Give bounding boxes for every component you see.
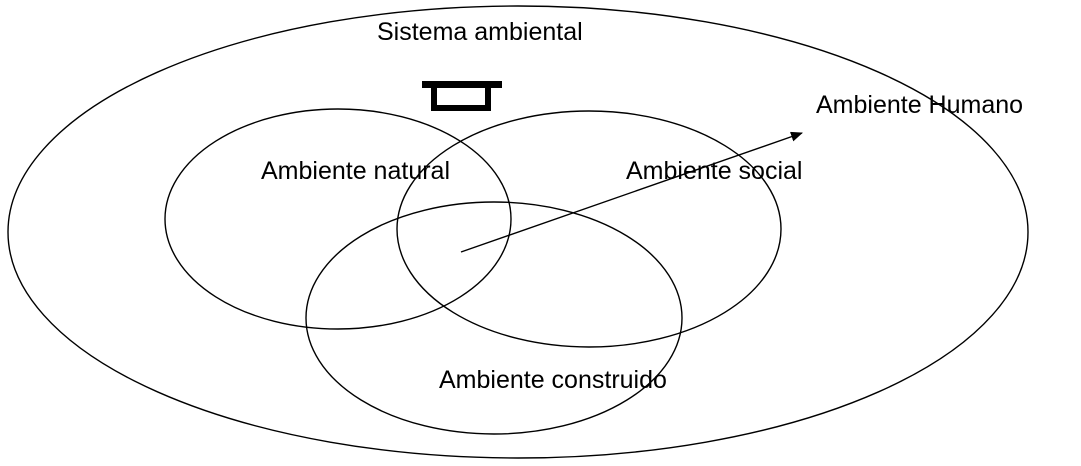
arrow-icon — [460, 131, 803, 253]
outer-system-ellipse — [7, 5, 1029, 459]
social-environment-label: Ambiente social — [626, 157, 802, 185]
social-environment-ellipse — [396, 110, 782, 348]
natural-environment-label: Ambiente natural — [261, 157, 450, 185]
system-title: Sistema ambiental — [377, 18, 583, 46]
built-environment-ellipse — [305, 201, 683, 435]
human-environment-label: Ambiente Humano — [816, 91, 1023, 119]
house-icon — [422, 81, 502, 111]
built-environment-label: Ambiente construido — [439, 366, 667, 394]
natural-environment-ellipse — [164, 108, 512, 330]
